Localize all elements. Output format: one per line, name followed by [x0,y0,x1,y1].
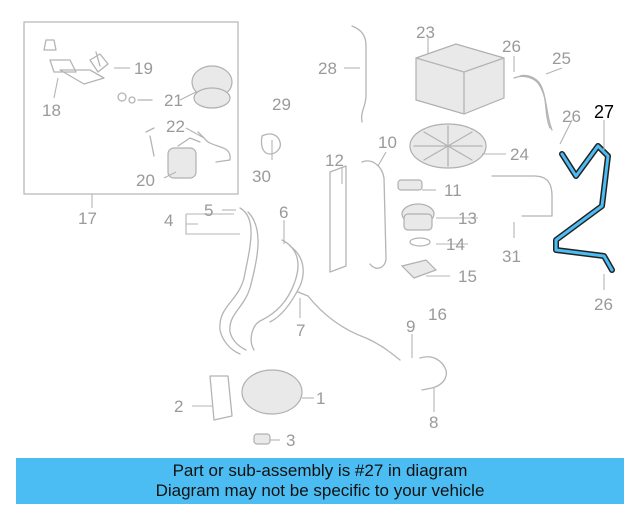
callout-30: 30 [252,167,271,186]
callout-13: 13 [458,209,477,228]
callout-26b: 26 [562,107,581,126]
callout-24: 24 [510,145,529,164]
callout-12: 12 [325,151,344,170]
callout-22: 22 [166,117,185,136]
callout-21: 21 [164,91,183,110]
clip-29-30 [260,133,282,155]
callout-16: 16 [428,305,447,324]
inset-parts [43,39,233,179]
highlighted-line-27 [553,143,615,273]
filter-24 [409,123,487,169]
canister-23 [415,43,505,115]
banner-line-1: Part or sub-assembly is #27 in diagram [172,461,468,480]
callout-1: 1 [316,389,325,408]
leader-lines [53,38,605,441]
callout-5: 5 [204,201,213,220]
info-banner: Part or sub-assembly is #27 in diagram D… [16,458,624,504]
callout-8: 8 [429,413,438,432]
callout-10: 10 [378,133,397,152]
callout-11: 11 [444,181,462,200]
elbow-8-9 [419,356,447,391]
callout-4: 4 [164,211,173,230]
callout-19: 19 [134,59,153,78]
callout-28: 28 [318,59,337,78]
callout-labels: 1 2 3 4 5 6 7 8 9 10 11 12 13 14 15 16 1… [42,23,614,450]
callout-26a: 26 [502,37,521,56]
callout-9: 9 [406,317,415,336]
banner-line-2: Diagram may not be specific to your vehi… [155,481,485,500]
callout-3: 3 [286,431,295,450]
hoses-4-6 [219,207,401,361]
callout-27: 27 [594,102,614,122]
rail-10-12 [329,160,387,273]
callout-15: 15 [458,267,477,286]
callout-7: 7 [296,321,305,340]
inset-box [23,21,239,195]
valves-11-16 [397,179,438,279]
callout-26c: 26 [594,295,613,314]
callout-25: 25 [552,49,571,68]
hose-25 [513,75,553,131]
callout-29: 29 [272,95,291,114]
pump-1-3 [209,369,303,445]
hose-31 [491,175,553,217]
callout-14: 14 [446,235,465,254]
parts-diagram: 1 2 3 4 5 6 7 8 9 10 11 12 13 14 15 16 1… [23,21,615,450]
callout-23: 23 [416,23,435,42]
callout-31: 31 [502,247,521,266]
callout-6: 6 [279,203,288,222]
callout-2: 2 [174,397,183,416]
callout-18: 18 [42,101,61,120]
callout-20: 20 [136,171,155,190]
pipe-28 [351,25,367,123]
callout-17: 17 [78,209,97,228]
